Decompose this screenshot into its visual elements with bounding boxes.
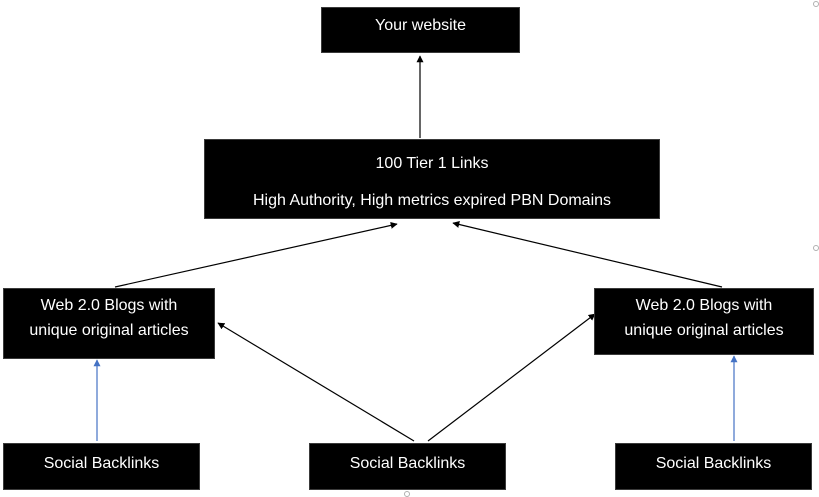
selection-handle[interactable] — [404, 491, 410, 497]
selection-handle[interactable] — [813, 245, 819, 251]
node-social-backlinks-left[interactable]: Social Backlinks — [3, 443, 200, 490]
node-web20-left-line2: unique original articles — [29, 322, 189, 339]
node-web20-blogs-right[interactable]: Web 2.0 Blogs with unique original artic… — [594, 288, 814, 355]
node-your-website-label: Your website — [374, 17, 467, 34]
arrow-web20-left-to-tier1 — [114, 221, 398, 288]
node-web20-right-line1: Web 2.0 Blogs with — [635, 297, 773, 314]
node-web20-blogs-left[interactable]: Web 2.0 Blogs with unique original artic… — [3, 288, 215, 359]
node-tier1-title: 100 Tier 1 Links — [375, 155, 489, 172]
selection-handle[interactable] — [813, 1, 819, 7]
node-your-website[interactable]: Your website — [321, 7, 520, 53]
node-social-left-label: Social Backlinks — [43, 455, 160, 472]
node-tier1-subtitle: High Authority, High metrics expired PBN… — [252, 192, 612, 209]
arrow-social-center-to-web20-left — [217, 322, 415, 442]
node-social-right-label: Social Backlinks — [655, 455, 772, 472]
node-web20-left-line1: Web 2.0 Blogs with — [40, 297, 178, 314]
node-tier1-links[interactable]: 100 Tier 1 Links High Authority, High me… — [204, 139, 660, 219]
node-social-backlinks-center[interactable]: Social Backlinks — [309, 443, 506, 490]
arrow-web20-right-to-tier1 — [452, 221, 723, 288]
node-social-backlinks-right[interactable]: Social Backlinks — [615, 443, 812, 490]
node-web20-right-line2: unique original articles — [624, 322, 784, 339]
node-social-center-label: Social Backlinks — [349, 455, 466, 472]
arrow-social-center-to-web20-right — [427, 313, 596, 442]
